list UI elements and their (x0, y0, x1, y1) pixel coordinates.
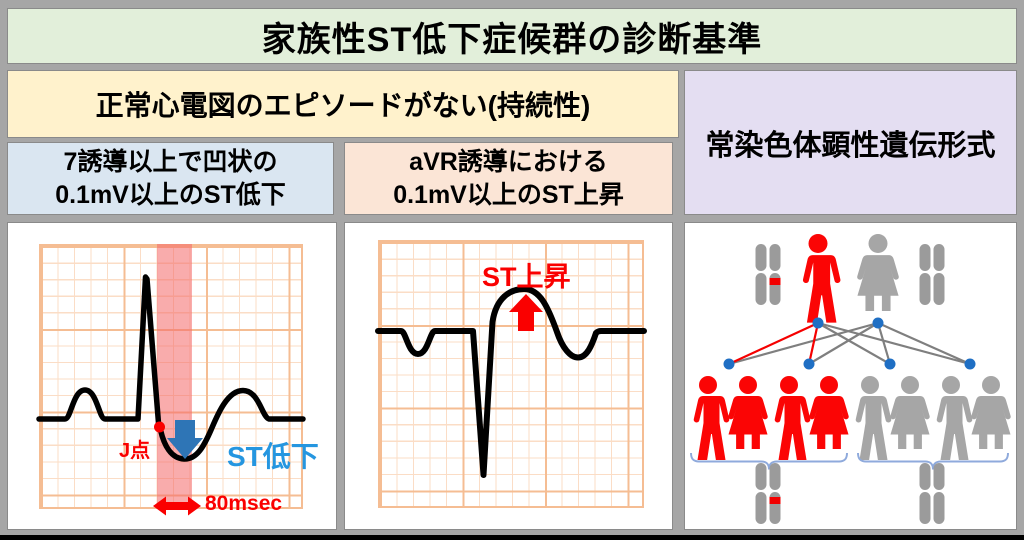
st-measure-highlight-band (157, 244, 192, 509)
j-point-dot (154, 421, 165, 433)
pedigree-child-6 (890, 376, 930, 449)
gamete-dot (723, 358, 735, 370)
chromosome-icon (933, 244, 945, 305)
chromosome-icon (755, 463, 767, 524)
ecg-elevation-figure (375, 286, 647, 478)
duration-double-arrow-icon (153, 496, 201, 516)
chromosome-icon (755, 244, 767, 305)
persistence-text: 正常心電図のエピソードがない(持続性) (95, 90, 591, 121)
pedigree-child-7 (936, 376, 973, 460)
st-depression-line2: 0.1mV以上のST低下 (55, 180, 286, 209)
ecg-grid (378, 240, 644, 508)
criterion-st-elevation: aVR誘導における 0.1mV以上のST上昇 (344, 142, 673, 215)
pedigree-child-2 (728, 376, 768, 449)
st-elevation-line2: 0.1mV以上のST上昇 (393, 180, 624, 209)
pedigree-father (802, 234, 841, 323)
bottom-border (0, 535, 1024, 540)
gamete-dot (872, 317, 884, 329)
ecg-trace (375, 286, 647, 478)
gamete-dot (884, 358, 896, 370)
group-brace-icon (690, 452, 848, 470)
gamete-dot (803, 358, 815, 370)
chromosome-icon (933, 463, 945, 524)
pedigree-mother (857, 234, 899, 312)
pedigree-child-4 (809, 376, 849, 449)
st-depression-line1: 7誘導以上で凹状の (63, 148, 278, 176)
group-brace-icon (857, 452, 1009, 470)
title-bar: 家族性ST低下症候群の診断基準 (7, 8, 1017, 64)
ecg-st-elevation-panel: ST上昇 (344, 222, 673, 530)
j-point-label: J点 (119, 440, 151, 462)
pedigree-child-5 (855, 376, 892, 460)
st-elevation-label: ST上昇 (482, 262, 571, 292)
chromosome-icon (919, 463, 931, 524)
criterion-persistence: 正常心電図のエピソードがない(持続性) (7, 70, 679, 138)
ecg-st-depression-panel: J点 ST低下 80msec (7, 222, 337, 530)
mutation-band (769, 497, 781, 504)
duration-label: 80msec (205, 492, 283, 515)
page-title: 家族性ST低下症候群の診断基準 (261, 20, 763, 59)
st-elevation-line1: aVR誘導における (409, 148, 608, 176)
criterion-inheritance: 常染色体顕性遺伝形式 (684, 70, 1017, 215)
st-elevation-arrow-icon (509, 294, 543, 331)
criterion-st-depression: 7誘導以上で凹状の 0.1mV以上のST低下 (7, 142, 334, 215)
chromosome-icon (919, 244, 931, 305)
gamete-dot (964, 358, 976, 370)
pedigree-figure (690, 234, 1011, 524)
gamete-dot (812, 317, 824, 329)
ecg-depression-figure (36, 274, 306, 516)
st-depression-arrow-icon (167, 420, 203, 459)
chromosome-icon (769, 463, 781, 524)
mutation-band (769, 278, 781, 285)
st-depression-label: ST低下 (227, 441, 319, 472)
inheritance-pedigree-panel (684, 222, 1017, 530)
ecg-trace (36, 274, 306, 462)
inheritance-text: 常染色体顕性遺伝形式 (705, 129, 996, 162)
pedigree-child-3 (774, 376, 811, 460)
pedigree-child-8 (971, 376, 1011, 449)
chromosome-icon (769, 244, 781, 305)
pedigree-child-1 (693, 376, 730, 460)
